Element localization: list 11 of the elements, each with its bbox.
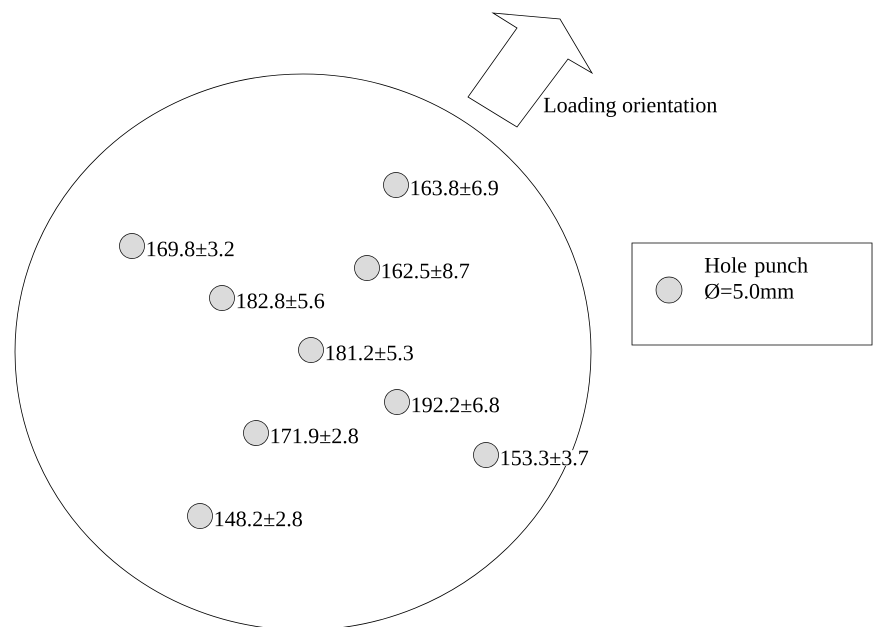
value-label: 148.2±2.8 [213,511,304,527]
legend-box: Hole punch Ø=5.0mm [632,242,872,346]
value-label: 181.2±5.3 [324,345,414,361]
value-label: 171.9±2.8 [269,428,360,444]
value-label: 153.3±3.7 [499,450,590,466]
direction-label: Loading orientation [544,97,718,118]
value-label: 182.8±5.6 [235,293,326,309]
value-label: 169.8±3.2 [145,241,236,257]
value-label: 192.2±6.8 [410,397,500,413]
value-label: 162.5±8.7 [380,263,470,279]
value-label: 163.8±6.9 [409,180,500,196]
